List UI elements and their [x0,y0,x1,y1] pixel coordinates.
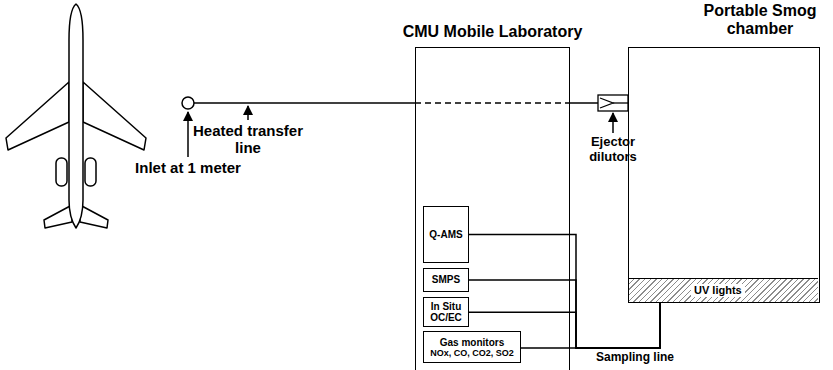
node-heading: Portable Smog chamber [701,2,819,38]
leader-arrow [612,113,614,133]
node-label: UV lights [691,284,745,296]
instrument-box: Gas monitorsNOx, CO, CO2, SO2 [423,331,521,363]
node-label: Gas monitors [440,337,504,348]
ejector-label: Ejector dilutors [578,135,648,165]
transfer-line-dashed [415,102,570,104]
node-label: SMPS [432,274,460,285]
inlet-circle [182,97,194,109]
transfer-line [570,102,598,104]
inlet-label: Inlet at 1 meter [122,159,254,176]
ejector-dilutor [598,95,628,111]
node-label: Q-AMS [429,229,462,240]
leader-arrow [247,106,249,120]
chamber-box: Portable Smog chamberUV lights [628,47,820,303]
transfer-line-label: Heated transfer line [192,122,304,157]
node-label: In Situ OC/EC [426,301,466,323]
node-label: NOx, CO, CO2, SO2 [430,348,514,358]
sampling-line-label: Sampling line [585,351,685,365]
instrument-box: SMPS [423,268,469,292]
airplane [6,4,146,228]
instrument-box: In Situ OC/EC [423,297,469,327]
lab-enclosure: CMU Mobile LaboratoryQ-AMSSMPSIn Situ OC… [415,47,570,370]
leader-arrow [187,112,189,157]
sampling-connector [521,303,660,348]
uv-band: UV lights [629,278,818,302]
instrument-box: Q-AMS [423,206,469,263]
node-heading: CMU Mobile Laboratory [403,23,583,41]
transfer-line [194,102,415,104]
